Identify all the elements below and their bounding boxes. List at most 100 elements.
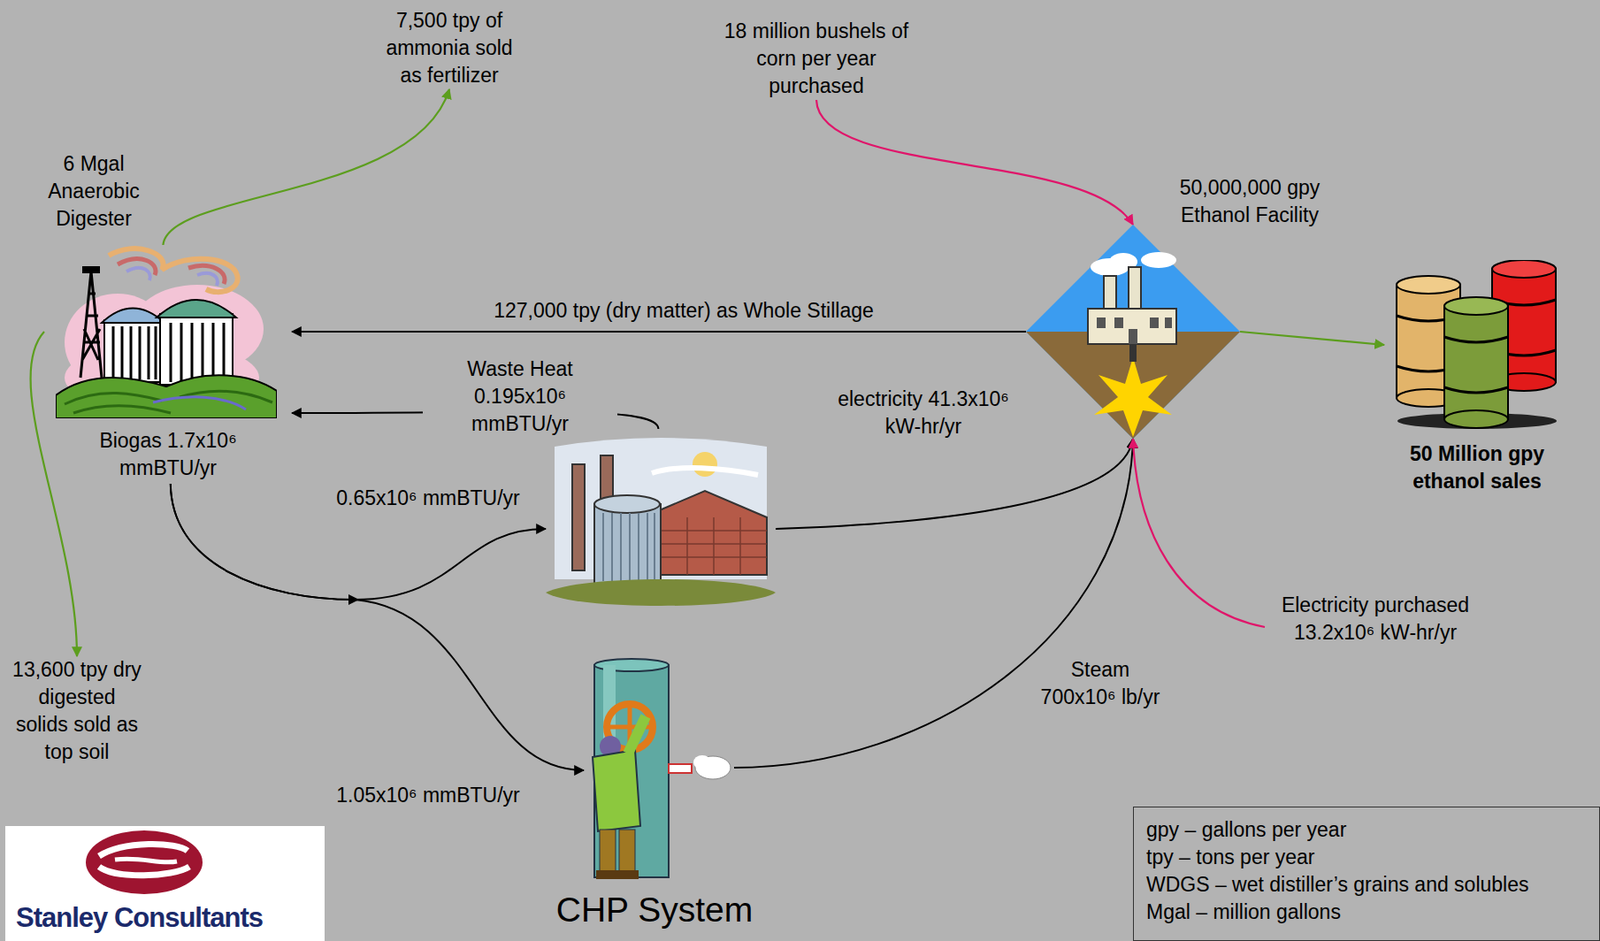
legend-entry: WDGS – wet distiller’s grains and solubl…: [1146, 871, 1587, 899]
node-caption: 50 Million gpy ethanol sales: [1384, 440, 1570, 496]
flow-connector: [170, 483, 546, 600]
label-holder: Waste Heat 0.195x10⁶ mmBTU/yr: [422, 355, 618, 438]
chp-illustration-part: [693, 755, 712, 770]
power-plant-illustration-part: [572, 464, 585, 571]
node-heading: 6 Mgal Anaerobic Digester: [18, 150, 169, 233]
legend-entry: gpy – gallons per year: [1146, 816, 1587, 844]
legend-entry: tpy – tons per year: [1146, 843, 1587, 872]
chp-illustration-part: [627, 716, 646, 754]
digester-illustration-part: [101, 308, 165, 324]
company-logo-text: Stanley Consultants: [15, 902, 263, 934]
text-holder: 6 Mgal Anaerobic Digester: [18, 150, 169, 233]
node-text: 13,600 tpy dry digested solids sold as t…: [10, 656, 144, 766]
power-plant-illustration-part: [692, 451, 718, 477]
facility-diamond-illustration-part: [1094, 357, 1172, 437]
edge-label: 0.65x10⁶ mmBTU/yr: [333, 484, 523, 513]
text-holder: 50 Million gpy ethanol sales: [1384, 440, 1570, 496]
text-holder: 50,000,000 gpy Ethanol Facility: [1161, 174, 1339, 230]
digester-illustration-part: [55, 375, 277, 419]
facility-diamond-illustration-part: [1128, 329, 1138, 345]
flow-connector: [734, 438, 1134, 768]
flow-connector: [816, 99, 1134, 225]
edge-label: Steam 700x10⁶ lb/yr: [1033, 656, 1168, 712]
power-plant-illustration-part: [651, 467, 758, 475]
corn-text-node: 18 million bushels of corn per year purc…: [723, 17, 910, 100]
label-holder: electricity 41.3x10⁶ kW-hr/yr: [834, 385, 1012, 441]
chp-illustration-part: [599, 829, 616, 873]
logo-swoosh-mid: [114, 858, 177, 863]
label-holder: 127,000 tpy (dry matter) as Whole Stilla…: [490, 297, 877, 325]
ammonia-text-node: 7,500 tpy of ammonia sold as fertilizer: [382, 7, 516, 90]
flow-connector: [291, 330, 1026, 333]
generator-node: [545, 428, 776, 613]
facility-diamond-illustration-part: [1149, 317, 1159, 329]
power-plant-illustration: [545, 428, 776, 613]
digester-illustration-part: [126, 267, 218, 286]
label-holder: 1.05x10⁶ mmBTU/yr: [333, 781, 523, 810]
barrels-illustration-part: [1444, 306, 1509, 420]
digester-illustration: [55, 244, 277, 419]
legend-box: gpy – gallons per yeartpy – tons per yea…: [1133, 806, 1600, 941]
facility-diamond-illustration-part: [1087, 308, 1177, 345]
barrels-illustration-part: [1444, 297, 1509, 315]
flow-connector: [775, 438, 1134, 529]
chp-node: CHP System: [583, 658, 735, 883]
edge-label: Waste Heat 0.195x10⁶ mmBTU/yr: [422, 355, 618, 438]
node-text: 18 million bushels of corn per year purc…: [723, 17, 910, 100]
facility-diamond-illustration-part: [1164, 317, 1172, 329]
power-plant-illustration-part: [603, 512, 655, 582]
edge-label: electricity 41.3x10⁶ kW-hr/yr: [834, 385, 1012, 441]
purchase-text-node: Electricity purchased 13.2x10⁶ kW-hr/yr: [1264, 591, 1486, 647]
barrels-illustration: [1393, 260, 1562, 429]
digester-illustration-part: [170, 322, 224, 383]
logo-mark: [85, 830, 203, 895]
barrels-node: 50 Million gpy ethanol sales: [1384, 260, 1570, 498]
barrels-illustration-part: [1396, 275, 1461, 294]
digester-illustration-part: [156, 299, 237, 318]
label-holder: Steam 700x10⁶ lb/yr: [1033, 656, 1168, 712]
split-arrowhead: [348, 594, 360, 605]
text-holder: CHP System: [521, 889, 788, 931]
node-caption: CHP System: [521, 889, 788, 931]
edge-label: 1.05x10⁶ mmBTU/yr: [333, 781, 523, 810]
power-plant-illustration-part: [594, 504, 661, 584]
digester-illustration-part: [160, 313, 233, 385]
facility-diamond-illustration-part: [1025, 224, 1241, 439]
label-holder: 0.65x10⁶ mmBTU/yr: [333, 484, 523, 513]
power-plant-illustration-part: [545, 579, 776, 606]
node-heading: 50,000,000 gpy Ethanol Facility: [1161, 174, 1339, 230]
barrels-illustration-part: [1492, 260, 1556, 278]
logo-swoosh: [99, 843, 190, 875]
facility-diamond-illustration-part: [1114, 317, 1124, 329]
barrels-illustration-part: [1444, 336, 1509, 393]
flow-connector: [1133, 438, 1265, 628]
digester-illustration-part: [104, 320, 162, 383]
chp-illustration-part: [592, 750, 641, 832]
legend-entry: Mgal – million gallons: [1146, 898, 1587, 927]
chp-illustration-part: [617, 870, 639, 880]
digester-illustration-part: [64, 390, 273, 414]
digester-illustration-part: [113, 326, 156, 380]
digester-illustration-part: [80, 271, 102, 378]
ethanol-facility-diamond: 50,000,000 gpy Ethanol Facility: [1025, 224, 1241, 439]
chp-illustration: [583, 658, 735, 883]
label-holder: Stanley Consultants: [15, 902, 263, 934]
edge-label: 127,000 tpy (dry matter) as Whole Stilla…: [490, 297, 877, 325]
chp-illustration-part: [668, 764, 692, 774]
text-holder: Biogas 1.7x10⁶ mmBTU/yr: [70, 427, 266, 483]
logo-panel: [5, 826, 325, 941]
node-text: Electricity purchased 13.2x10⁶ kW-hr/yr: [1264, 591, 1486, 647]
node-text: 7,500 tpy of ammonia sold as fertilizer: [382, 7, 516, 90]
facility-diamond-illustration-part: [1140, 252, 1177, 268]
digester-illustration-part: [117, 259, 225, 284]
barrels-illustration-part: [1444, 410, 1509, 429]
facility-diamond-illustration-part: [1129, 344, 1137, 362]
solids-text-node: 13,600 tpy dry digested solids sold as t…: [10, 656, 144, 766]
digester-illustration-part: [108, 248, 238, 292]
facility-diamond-illustration-part: [1096, 317, 1106, 329]
power-plant-illustration-part: [594, 495, 660, 513]
digester-node: 6 Mgal Anaerobic DigesterBiogas 1.7x10⁶ …: [44, 244, 292, 484]
facility-diamond-illustration: [1025, 224, 1241, 439]
